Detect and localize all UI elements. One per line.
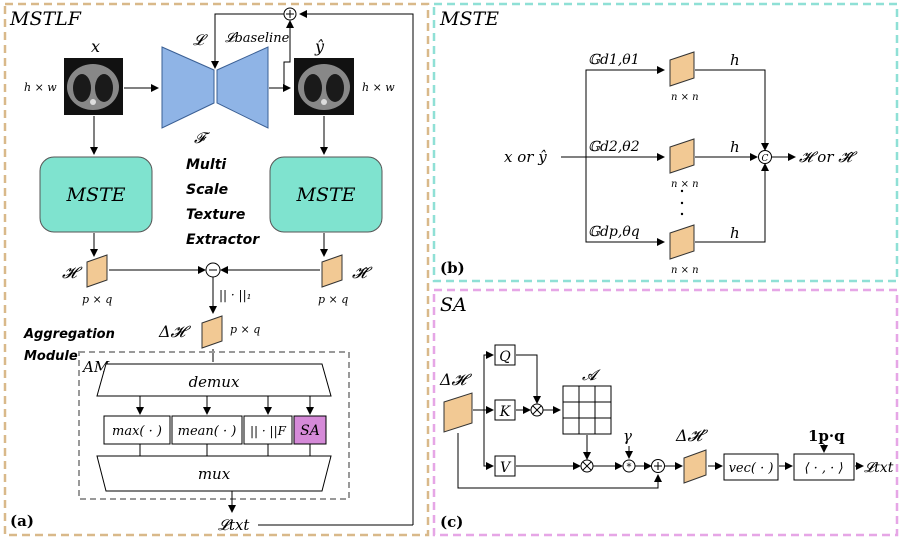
vertical-ellipsis xyxy=(680,189,684,216)
delta-h-tensor xyxy=(201,315,223,349)
pq-right: p × q xyxy=(318,293,348,306)
frob-op-label: || · ||F xyxy=(250,424,287,438)
filter-2: 𝔾d2,θ2 xyxy=(588,139,640,155)
vec-label: vec( · ) xyxy=(729,461,774,476)
mste-left-label: MSTE xyxy=(65,184,125,206)
inner-product-box xyxy=(793,453,855,481)
panel-c-tag: (c) xyxy=(440,513,463,531)
mux-block xyxy=(96,455,332,492)
max-op-label: max( · ) xyxy=(112,424,162,439)
concat-label: C xyxy=(762,154,769,164)
ones-vector-label: 1p·q xyxy=(808,427,845,445)
k-label: K xyxy=(499,404,512,420)
gamma-label: γ xyxy=(623,427,632,445)
sa-op-box xyxy=(293,415,327,445)
svg-text:Scale: Scale xyxy=(186,182,228,198)
panel-c-title: SA xyxy=(440,294,467,316)
demux-block xyxy=(96,363,332,397)
msteb-output: 𝓗 or 𝓗̂ xyxy=(799,148,858,166)
aggregation-caption: Aggregation Module xyxy=(23,327,115,364)
h-1: h xyxy=(730,51,740,69)
svg-text:Aggregation: Aggregation xyxy=(23,327,115,342)
am-box xyxy=(78,351,350,500)
panel-a-title: MSTLF xyxy=(9,8,82,30)
h-right-label: 𝓗̂ xyxy=(352,263,373,282)
filter-p: 𝔾dp,θq xyxy=(588,224,640,240)
h-p: h xyxy=(730,224,740,242)
svg-text:Extractor: Extractor xyxy=(186,232,260,248)
msteb-input: x or ŷ xyxy=(504,148,547,166)
svg-text:Multi: Multi xyxy=(186,157,226,173)
v-label: V xyxy=(500,460,512,476)
y-hat-label: ŷ xyxy=(314,37,325,56)
svg-text:Texture: Texture xyxy=(186,207,245,223)
delta-pq: p × q xyxy=(230,323,260,336)
filter-1: 𝔾d1,θ1 xyxy=(588,52,640,68)
feature-map-p xyxy=(669,224,695,260)
delta-h-prime-label: Δ𝓗′ xyxy=(675,426,709,445)
panel-b-tag: (b) xyxy=(440,259,465,277)
q-box xyxy=(494,344,516,366)
decoder-shape xyxy=(216,46,269,129)
feature-map-1 xyxy=(669,51,695,87)
ct-image-output xyxy=(294,58,354,115)
attention-grid xyxy=(562,385,612,435)
sa-delta-h-label: Δ𝓗 xyxy=(439,370,473,389)
h-left-label: 𝓗 xyxy=(62,263,83,282)
input-size: h × w xyxy=(24,81,57,94)
inner-product-label: ⟨ · , · ⟩ xyxy=(804,461,843,476)
max-op-box xyxy=(103,415,171,445)
f-label: 𝓕 xyxy=(194,129,211,147)
concat-node xyxy=(758,150,772,164)
nn-p: n × n xyxy=(671,265,699,276)
delta-h-prime-tensor xyxy=(683,449,707,484)
mean-op-label: mean( · ) xyxy=(178,424,237,439)
ct-image-input xyxy=(64,58,123,115)
svg-text:*: * xyxy=(627,462,632,473)
loss-l-label: 𝓛 xyxy=(193,31,208,49)
encoder-shape xyxy=(161,46,215,129)
mste-right-label: MSTE xyxy=(295,184,355,206)
panel-b-title: MSTE xyxy=(439,8,499,30)
extractor-caption: Multi Scale Texture Extractor xyxy=(186,157,260,248)
h-2: h xyxy=(730,138,740,156)
k-box xyxy=(494,399,516,421)
panel-a-tag: (a) xyxy=(10,512,34,530)
mste-box-left xyxy=(39,156,153,233)
sa-loss-txt-label: 𝓛txt xyxy=(864,460,894,476)
panel-c-border xyxy=(432,288,899,537)
v-box xyxy=(494,455,516,477)
h-tensor-right xyxy=(321,254,343,288)
vec-box xyxy=(723,453,779,481)
nn-2: n × n xyxy=(671,179,699,190)
delta-h-label: Δ𝓗 xyxy=(158,322,192,341)
svg-text:Module: Module xyxy=(24,349,78,364)
l1-norm: || · ||₁ xyxy=(219,288,251,302)
sa-op-label: SA xyxy=(300,423,320,439)
loss-baseline-label: 𝓛baseline xyxy=(225,31,290,46)
nn-1: n × n xyxy=(671,92,699,103)
x-label: x xyxy=(91,37,100,56)
am-label: AM xyxy=(81,358,110,376)
panel-b-border xyxy=(432,2,899,283)
frob-op-box xyxy=(243,415,293,445)
output-size: h × w xyxy=(362,81,395,94)
mux-label: mux xyxy=(198,465,231,483)
sa-delta-h-tensor xyxy=(443,392,473,433)
q-label: Q xyxy=(499,349,511,365)
loss-txt-label: 𝓛txt xyxy=(218,516,250,534)
mste-box-right xyxy=(269,156,383,233)
demux-label: demux xyxy=(189,373,240,391)
panel-a-border xyxy=(3,2,430,537)
feature-map-2 xyxy=(669,138,695,174)
attention-label: 𝓐 xyxy=(582,366,601,384)
h-tensor-left xyxy=(86,254,108,288)
pq-left: p × q xyxy=(82,293,112,306)
